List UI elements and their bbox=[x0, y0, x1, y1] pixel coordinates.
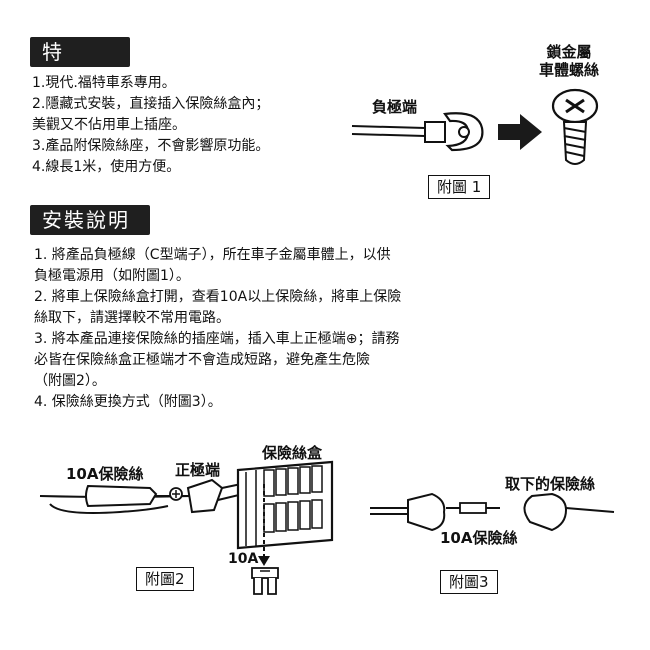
blade-fuse-icon bbox=[251, 567, 279, 595]
fuse-box-label: 保險絲盒 bbox=[262, 444, 323, 462]
figure-1-label: 附圖 1 bbox=[428, 175, 491, 199]
negative-terminal-label: 負極端 bbox=[372, 98, 418, 116]
fuse-box-illustration bbox=[236, 460, 334, 566]
features-heading: 特點 bbox=[30, 37, 130, 94]
install-item: 2. 將車上保險絲盒打開，查看10A以上保險絲，將車上保險 絲取下，請選擇較不常… bbox=[34, 289, 402, 326]
install-item: 3. 將本產品連接保險絲的插座端，插入車上正極端⊕；請務 必皆在保險絲盒正極端才… bbox=[34, 331, 400, 389]
fuse-10a-label: 10A保險絲 bbox=[66, 465, 144, 483]
figure-3-label: 附圖3 bbox=[440, 570, 498, 594]
screw-icon bbox=[551, 88, 599, 165]
install-heading: 安裝說明 bbox=[30, 205, 150, 235]
feature-item: 3.產品附保險絲座，不會影響原功能。 bbox=[32, 138, 270, 154]
opened-fuse-holder-illustration bbox=[370, 492, 615, 532]
positive-terminal-label: 正極端 bbox=[175, 461, 221, 479]
feature-item: 2.隱藏式安裝，直接插入保險絲盒內； 美觀又不佔用車上插座。 bbox=[32, 96, 270, 133]
install-item: 4. 保險絲更換方式（附圖3）。 bbox=[34, 394, 222, 410]
feature-item: 4.線長1米，使用方便。 bbox=[32, 159, 181, 175]
install-list: 1. 將產品負極線（C型端子），所在車子金屬車體上，以供 負極電源用（如附圖1）… bbox=[34, 245, 454, 413]
fuse-rating-label: 10A bbox=[228, 551, 259, 567]
install-item: 1. 將產品負極線（C型端子），所在車子金屬車體上，以供 負極電源用（如附圖1）… bbox=[34, 247, 391, 284]
c-terminal-wire-illustration bbox=[351, 112, 484, 152]
metal-screw-label: 鎖金屬 車體螺絲 bbox=[538, 43, 599, 79]
feature-item: 1.現代.福特車系專用。 bbox=[32, 75, 176, 91]
removed-fuse-label: 取下的保險絲 bbox=[505, 475, 596, 493]
features-list: 1.現代.福特車系專用。 2.隱藏式安裝，直接插入保險絲盒內； 美觀又不佔用車上… bbox=[32, 73, 332, 178]
fuse-10a-label-fig3: 10A保險絲 bbox=[440, 529, 518, 547]
arrow-right-icon bbox=[498, 114, 542, 150]
figure-2-label: 附圖2 bbox=[136, 567, 194, 591]
fuse-holder-wire-illustration bbox=[39, 477, 271, 514]
